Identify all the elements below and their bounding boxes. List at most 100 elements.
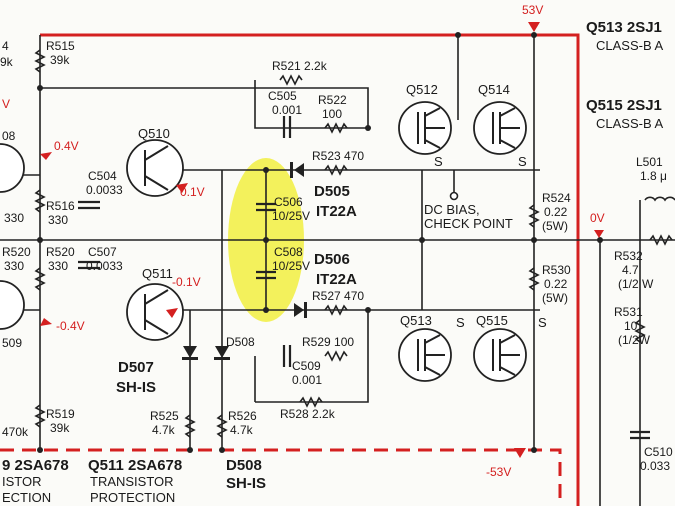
bottom-a-part: 9 2SA678 (2, 457, 69, 474)
c504-ref: C504 (88, 169, 117, 183)
c509-ref: C509 (292, 359, 321, 373)
q514-label: Q514 (478, 82, 510, 97)
q510-transistor-symbol (126, 139, 184, 197)
inductor-coil (644, 196, 675, 202)
left-edge-4: 4 (2, 39, 9, 53)
r532-ref: R532 (614, 249, 643, 263)
d507-ref: D507 (118, 359, 154, 376)
r522-value: 100 (322, 107, 342, 121)
c506-ref: C506 (274, 195, 303, 209)
r531-rating: (1/2W (618, 333, 651, 347)
q515-label: Q515 (476, 313, 508, 328)
q515-source-label: S (538, 315, 547, 330)
bias-label-line1: DC BIAS, (424, 202, 480, 217)
left-edge-470k: 470k (2, 425, 29, 439)
r530-value: 0.22 (544, 277, 568, 291)
c507-ref: C507 (88, 245, 117, 259)
left-edge-r330a: 330 (4, 211, 24, 225)
left-edge-v: V (2, 97, 10, 111)
r515-value: 39k (50, 53, 70, 67)
c504-value: 0.0033 (86, 183, 123, 197)
c507-value: 0.0033 (86, 259, 123, 273)
bias-label-line2: CHECK POINT (424, 216, 513, 231)
q514-source-label: S (518, 154, 527, 169)
r524-ref: R524 (542, 191, 571, 205)
inductor-ref: L501 (636, 155, 663, 169)
c508-value: 10/25V (272, 259, 310, 273)
negative-supply-rail (0, 448, 562, 506)
bottom-b-role: PROTECTION (90, 490, 175, 505)
bottom-b-part: Q511 2SA678 (88, 457, 182, 474)
r515-ref: R515 (46, 39, 75, 53)
c508-ref: C508 (274, 245, 303, 259)
probe-b-label: 0.1V (180, 185, 205, 199)
q513-label: Q513 (400, 313, 432, 328)
left-edge-509: 509 (2, 336, 22, 350)
r532-value: 4.7 (622, 263, 639, 277)
bottom-c-type: SH-IS (226, 475, 266, 492)
capacitors (78, 116, 650, 440)
r524-value: 0.22 (544, 205, 568, 219)
q512-label: Q512 (406, 82, 438, 97)
r526-ref: R526 (228, 409, 257, 423)
r520-value: 330 (48, 259, 68, 273)
d506-ref: D506 (314, 251, 350, 268)
r530-rating: (5W) (542, 291, 568, 305)
c509-value: 0.001 (292, 373, 322, 387)
supply-arrow-top (528, 22, 540, 32)
left-transistor-partial-top (0, 143, 25, 193)
wire-lower-net (255, 310, 369, 403)
bias-check-point (449, 191, 459, 201)
d505-ref: D505 (314, 183, 350, 200)
r527-label: R527 470 (312, 289, 364, 303)
probe-c-label: -0.1V (172, 275, 201, 289)
junction-dots (37, 32, 603, 453)
r519-ref: R519 (46, 407, 75, 421)
c510-value: 0.033 (640, 459, 670, 473)
left-transistor-partial-bottom (0, 280, 25, 330)
r531-value: 10 (624, 319, 638, 333)
q515-note: Q515 2SJ1 (586, 97, 662, 114)
bottom-c-part: D508 (226, 457, 262, 474)
c505-ref: C505 (268, 89, 297, 103)
left-edge-r520: R520 (2, 245, 31, 259)
bottom-b-type: TRANSISTOR (90, 474, 174, 489)
positive-supply-rail (40, 33, 580, 506)
bottom-a-role: ECTION (2, 490, 51, 505)
r532-rating: (1/2 W (618, 277, 654, 291)
r519-value: 39k (50, 421, 70, 435)
diodes (182, 162, 307, 360)
resistors (34, 49, 673, 438)
d505-type: IT22A (316, 203, 357, 220)
r521-label: R521 2.2k (272, 59, 328, 73)
q511-transistor-symbol (126, 283, 184, 341)
supply-negative-label: -53V (486, 465, 511, 479)
r526-value: 4.7k (230, 423, 254, 437)
zero-volt-label: 0V (590, 211, 605, 225)
r520-ref: R520 (46, 245, 75, 259)
r525-value: 4.7k (152, 423, 176, 437)
q513-note: Q513 2SJ1 (586, 19, 662, 36)
q515-class: CLASS-B A (596, 116, 664, 131)
supply-arrow-bottom (514, 448, 526, 458)
inductor-value: 1.8 μ (640, 169, 667, 183)
c505-value: 0.001 (272, 103, 302, 117)
r531-ref: R531 (614, 305, 643, 319)
supply-positive-label: 53V (522, 3, 543, 17)
voltage-markers (40, 152, 604, 326)
r516-ref: R516 (46, 199, 75, 213)
left-edge-r330b: 330 (4, 259, 24, 273)
r525-ref: R525 (150, 409, 179, 423)
q513-class: CLASS-B A (596, 38, 664, 53)
r524-rating: (5W) (542, 219, 568, 233)
r528-label: R528 2.2k (280, 407, 336, 421)
wire-q510-collector (40, 87, 369, 128)
r516-value: 330 (48, 213, 68, 227)
bottom-a-type: ISTOR (2, 474, 42, 489)
c510-ref: C510 (644, 445, 673, 459)
r529-label: R529 100 (302, 335, 354, 349)
c506-value: 10/25V (272, 209, 310, 223)
left-edge-9k: 9k (0, 55, 14, 69)
